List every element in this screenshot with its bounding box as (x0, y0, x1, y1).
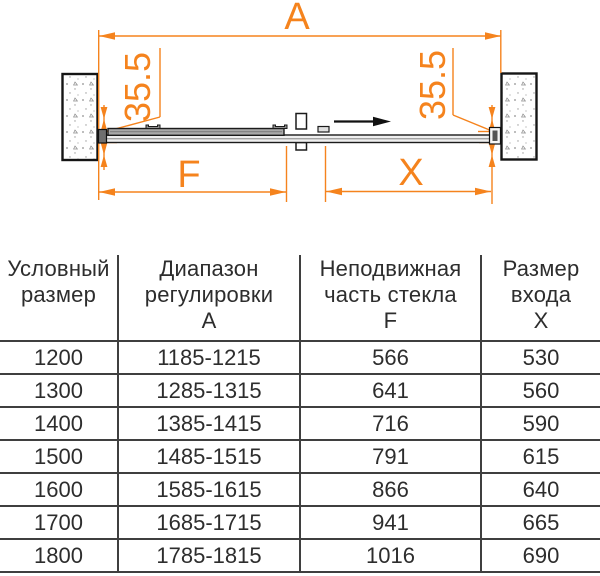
col-header-fixed-glass: Неподвижная часть стекла F (300, 255, 482, 341)
offset-dim-left-label: 35.5 (117, 52, 158, 122)
header-line: регулировки (144, 282, 274, 307)
dim-x-label: X (398, 152, 423, 194)
table-cell: 791 (300, 439, 482, 473)
roller-clip-right (272, 124, 288, 129)
door-assembly (97, 112, 502, 151)
header-line: Условный (7, 256, 110, 281)
wall-profile-left (97, 128, 108, 144)
table-cell: 1585-1615 (118, 472, 301, 506)
dimension-arrowheads (99, 32, 501, 196)
table-cell: 690 (481, 538, 600, 573)
dim-f-label: F (177, 154, 200, 196)
table-cell: 640 (481, 472, 600, 506)
header-symbol: Х (533, 308, 549, 333)
header-line: Размер (502, 256, 580, 281)
table-cell: 1300 (0, 373, 119, 407)
size-table-header-row: Условный размер Диапазон регулировки А Н… (0, 255, 600, 341)
table-cell: 566 (300, 340, 482, 374)
table-cell: 590 (481, 406, 600, 440)
header-line: размер (20, 282, 97, 307)
wall-section-left (61, 72, 99, 162)
offset-dim-right-label: 35.5 (412, 50, 453, 120)
table-cell: 1485-1515 (118, 439, 301, 473)
header-symbol: А (201, 308, 217, 333)
table-cell: 1500 (0, 439, 119, 473)
table-cell: 1800 (0, 538, 119, 573)
latch-block (317, 125, 330, 133)
col-header-conditional-size: Условный размер (0, 255, 119, 341)
table-cell: 1400 (0, 406, 119, 440)
table-cell: 1685-1715 (118, 505, 301, 539)
header-line: входа (510, 282, 572, 307)
table-cell: 1200 (0, 340, 119, 374)
roller-clip-left (145, 124, 161, 129)
table-cell: 1600 (0, 472, 119, 506)
wall-section-right (500, 72, 538, 161)
table-cell: 866 (300, 472, 482, 506)
table-cell: 1185-1215 (118, 340, 301, 374)
header-line: Диапазон (159, 256, 259, 281)
table-cell: 1785-1815 (118, 538, 301, 573)
table-cell: 1285-1315 (118, 373, 301, 407)
table-cell: 1385-1415 (118, 406, 301, 440)
header-line: часть стекла (324, 282, 457, 307)
size-table: Условный размер Диапазон регулировки А Н… (0, 255, 600, 573)
table-cell: 615 (481, 439, 600, 473)
dim-a-label: A (284, 0, 310, 38)
table-cell: 716 (300, 406, 482, 440)
table-cell: 530 (481, 340, 600, 374)
table-cell: 941 (300, 505, 482, 539)
header-symbol: F (383, 308, 398, 333)
door-handle (295, 112, 308, 130)
installation-diagram: A F X 35.5 35.5 (0, 0, 600, 240)
table-cell: 560 (481, 373, 600, 407)
slide-direction-arrow-icon (334, 116, 391, 127)
header-line: Неподвижная (319, 256, 462, 281)
table-cell: 1700 (0, 505, 119, 539)
table-cell: 665 (481, 505, 600, 539)
table-cell: 641 (300, 373, 482, 407)
table-cell: 1016 (300, 538, 482, 573)
col-header-entrance-size: Размер входа Х (481, 255, 600, 341)
shower-door-plan-drawing: A F X 35.5 35.5 (61, 0, 538, 204)
col-header-adjustment-range: Диапазон регулировки А (118, 255, 301, 341)
